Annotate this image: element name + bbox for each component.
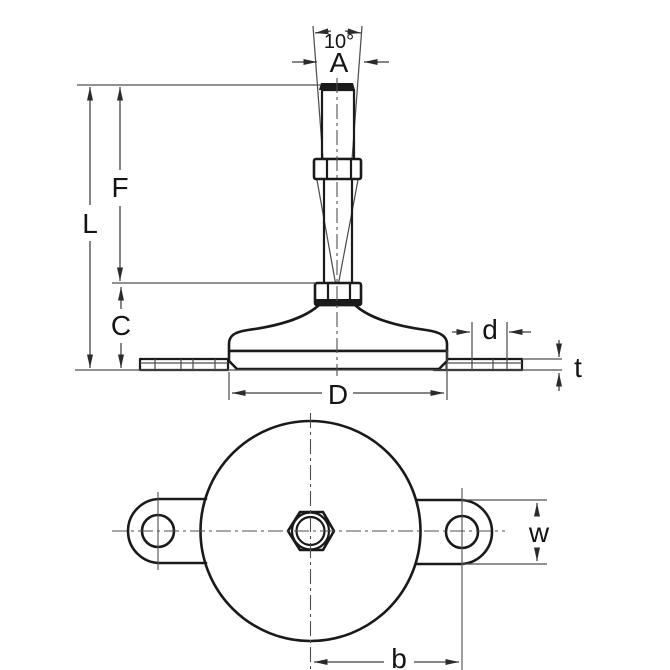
dim-stud-free-length: F xyxy=(111,87,129,281)
front-elevation-view: 10° A L F C D xyxy=(75,25,582,410)
base-disc xyxy=(227,349,449,371)
stud-free-length-label: F xyxy=(111,172,128,203)
anchor-lug-left xyxy=(126,497,208,565)
tilt-angle-label: 10° xyxy=(324,31,354,53)
anchor-lug-right xyxy=(414,498,494,566)
nut-lower-collar-band xyxy=(316,299,360,305)
base-bell-flare xyxy=(227,303,449,353)
dim-lug-width: w xyxy=(528,503,550,561)
dim-base-diameter: D xyxy=(232,379,444,410)
dim-hole-center-distance: b xyxy=(314,643,459,670)
base-nut-lower xyxy=(313,281,363,307)
base-height-label: C xyxy=(111,310,131,341)
dim-plate-thickness: t xyxy=(556,340,582,391)
stud-lower-body xyxy=(322,177,354,285)
nut-lower-face-lines xyxy=(326,281,352,301)
base-diameter-label: D xyxy=(328,379,348,410)
dim-overall-length: L xyxy=(82,87,98,368)
dim-tilt-angle: 10° xyxy=(314,28,362,53)
plate-left-hatch-ticks xyxy=(154,359,216,370)
plate-thickness-label: t xyxy=(574,352,582,383)
overall-length-label: L xyxy=(82,208,98,239)
tilt-line-right-lower xyxy=(337,179,359,287)
stud-diameter-label: A xyxy=(330,47,349,78)
bottom-plan-view: w b xyxy=(112,413,550,670)
nut-upper-face-lines xyxy=(325,157,353,181)
stud-upper-body xyxy=(320,88,356,161)
plate-right-hatch-ticks xyxy=(445,359,508,370)
lug-width-label: w xyxy=(528,517,550,548)
dim-stud-diameter: A xyxy=(292,47,389,78)
lug-hole-diameter-label: d xyxy=(482,314,498,345)
tilt-line-left-lower xyxy=(316,179,337,287)
angle-arrow-right xyxy=(344,28,362,35)
dim-lug-hole-diameter: d xyxy=(452,314,531,345)
hole-center-distance-label: b xyxy=(391,643,407,670)
extension-lines-hole-dia xyxy=(471,322,508,359)
extension-lines-lug-width xyxy=(461,499,547,565)
dim-base-height: C xyxy=(111,287,131,368)
anchor-plate-left-section xyxy=(138,357,230,372)
angle-arrow-left xyxy=(314,28,332,35)
